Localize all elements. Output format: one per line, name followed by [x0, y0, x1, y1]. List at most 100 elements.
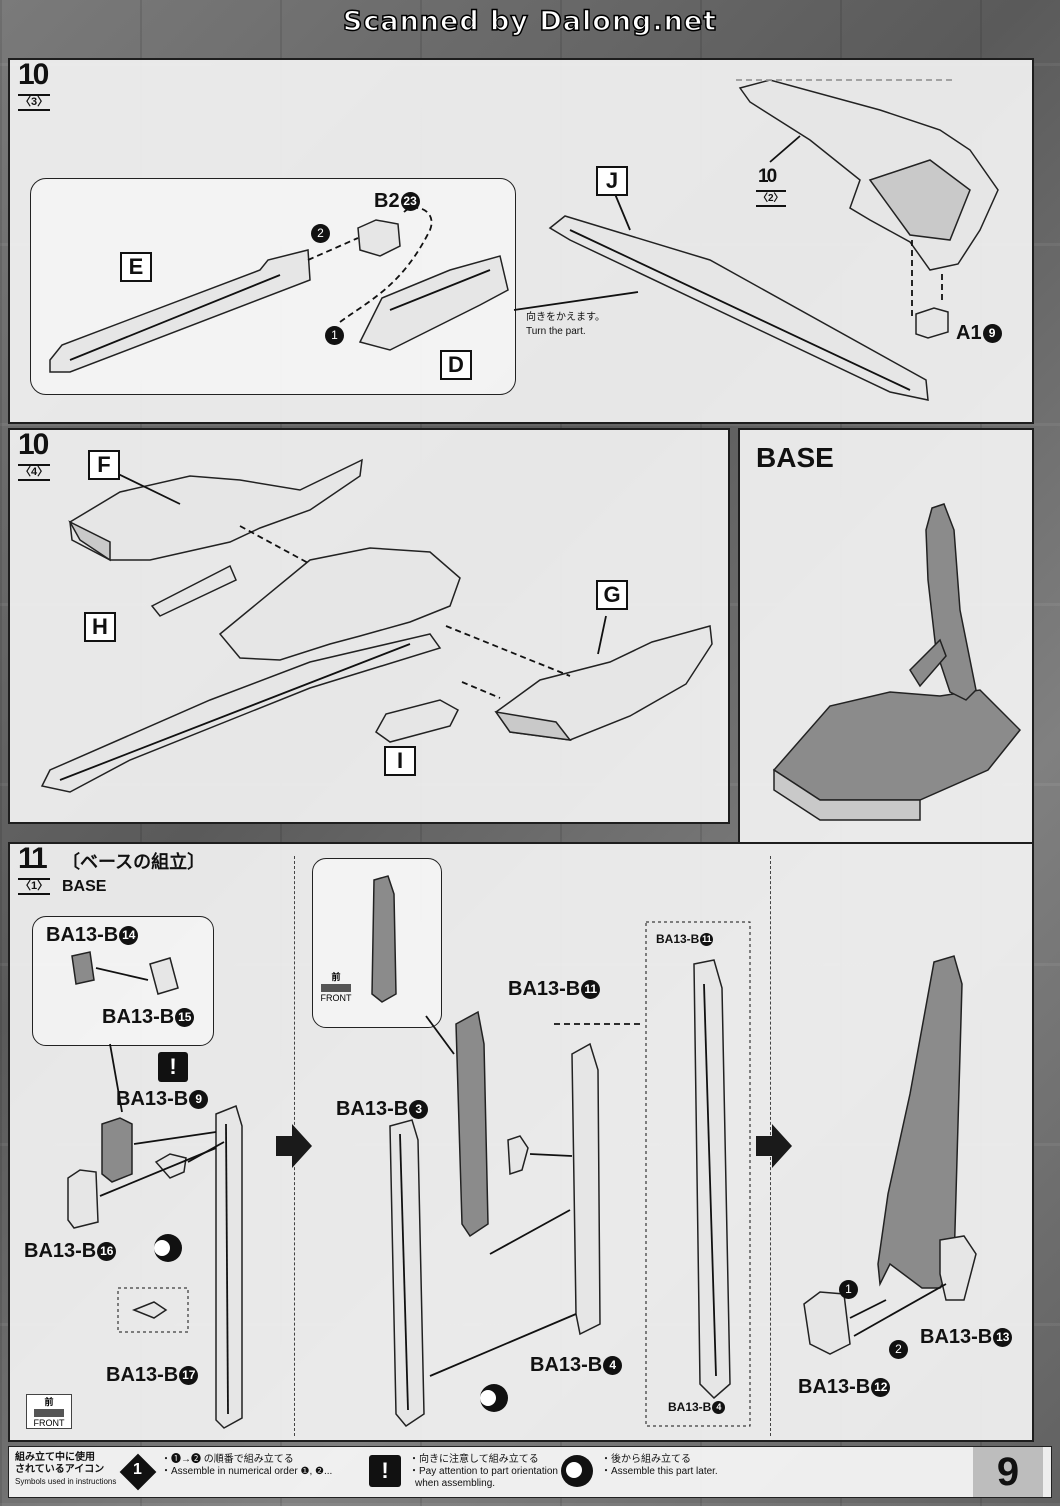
runner-number: 4 [603, 1356, 623, 1376]
part-a1-text: A1 [956, 322, 982, 344]
legend-later-jp: ・後から組み立てる [601, 1454, 691, 1465]
legend-title-jp-1: 組み立て中に使用 [15, 1452, 95, 1463]
runner-number: 17 [179, 1366, 199, 1386]
runner-number: 14 [119, 926, 139, 946]
parts-illustration-10-4 [40, 458, 713, 793]
legend-orientation-text: ・向きに注意して組み立てる ・Pay attention to part ori… [409, 1454, 558, 1490]
runner-number-a1: 9 [982, 324, 1002, 344]
part-label-g: G [596, 580, 628, 610]
runner-number: 12 [871, 1378, 891, 1398]
order-2-marker: 2 [889, 1340, 908, 1359]
step-number: 10 [18, 58, 49, 91]
base-stand-illustration [772, 503, 1022, 821]
step-title-jp: 〔ベースの組立〕 [62, 852, 206, 872]
part-label-f: F [88, 450, 120, 480]
assemble-later-icon [561, 1455, 593, 1487]
part-b2-text: B2 [374, 190, 400, 212]
order-1-marker: 1 [325, 326, 344, 345]
scan-credit: Scanned by Dalong.net [342, 5, 718, 38]
step-number: 10 [18, 428, 49, 461]
part-label-h: H [84, 612, 116, 642]
page-number: 9 [973, 1447, 1043, 1497]
step-11-panel: 11 〈1〉 〔ベースの組立〕 BASE [8, 842, 1034, 1442]
runner-number: 15 [175, 1008, 195, 1028]
parts-illustration-11 [67, 875, 977, 1429]
ref-substep: 〈2〉 [756, 190, 786, 207]
part-label-e: E [120, 252, 152, 282]
runner-number: 9 [189, 1090, 209, 1110]
base-preview-panel: BASE [738, 428, 1034, 844]
substep-number: 〈3〉 [18, 94, 51, 111]
part-code: BA13-B [656, 932, 700, 946]
front-label-en: FRONT [33, 1418, 65, 1428]
step-number: 11 [18, 842, 48, 875]
legend-title-en: Symbols used in instructions [15, 1477, 117, 1486]
order-2-marker: 2 [311, 224, 330, 243]
numbered-order-num: 1 [133, 1461, 142, 1478]
part-code: BA13-B [46, 924, 119, 946]
front-label-jp: 前 [331, 972, 341, 982]
legend-title-jp-2: されているアイコン [15, 1464, 105, 1475]
part-code: BA13-B [106, 1364, 179, 1386]
parts-illustration-10-3 [49, 79, 999, 401]
part-label-j: J [596, 166, 628, 196]
turn-note-en: Turn the part. [526, 326, 586, 337]
step-10-4-panel: 10 〈4〉 F G H I [8, 428, 730, 824]
legend-order-text: ・❶→❷ の順番で組み立てる ・Assemble in numerical or… [161, 1454, 332, 1478]
order-1-marker: 1 [839, 1280, 858, 1299]
part-code: BA13-B [336, 1098, 409, 1120]
turn-note-jp: 向きをかえます。 [526, 312, 605, 323]
part-label-d: D [440, 350, 472, 380]
legend-orientation: ! ・向きに注意して組み立てる ・Pay attention to part o… [369, 1451, 559, 1493]
part-code: BA13-B [798, 1376, 871, 1398]
front-arrow-icon [34, 1409, 64, 1417]
part-label-i: I [384, 746, 416, 776]
runner-number: 13 [993, 1328, 1013, 1348]
legend-title: 組み立て中に使用 されているアイコン Symbols used in instr… [15, 1452, 116, 1488]
ref-step-number: 10 [758, 166, 777, 187]
symbol-legend: 組み立て中に使用 されているアイコン Symbols used in instr… [8, 1446, 1052, 1498]
part-code: BA13-B [24, 1240, 97, 1262]
step-title-en: BASE [62, 878, 107, 895]
legend-numbered-order: 1 ・❶→❷ の順番で組み立てる ・Assemble in numerical … [119, 1451, 361, 1493]
runner-number-b2: 23 [400, 192, 420, 212]
front-arrow-icon [321, 984, 351, 992]
legend-assemble-later: ・後から組み立てる ・Assemble this part later. [561, 1451, 761, 1493]
runner-number: 11 [581, 980, 601, 1000]
front-indicator-bottom: 前 FRONT [26, 1394, 72, 1429]
part-code: BA13-B [102, 1006, 175, 1028]
runner-number: 4 [712, 1401, 726, 1415]
part-code: BA13-B [530, 1354, 603, 1376]
legend-later-text: ・後から組み立てる ・Assemble this part later. [601, 1454, 718, 1478]
runner-number: 11 [700, 933, 714, 947]
orientation-warning-icon: ! [158, 1052, 188, 1082]
part-code: BA13-B [508, 978, 581, 1000]
legend-orientation-jp: ・向きに注意して組み立てる [409, 1454, 539, 1465]
front-label-en: FRONT [320, 993, 352, 1003]
front-indicator: 前 FRONT [316, 970, 356, 1003]
legend-orientation-en-1: ・Pay attention to part orientation [409, 1466, 558, 1477]
legend-orientation-en-2: when assembling. [415, 1478, 496, 1489]
part-code: BA13-B [116, 1088, 189, 1110]
substep-number: 〈1〉 [18, 878, 51, 895]
front-label-jp: 前 [44, 1397, 54, 1407]
legend-order-jp: ・❶→❷ の順番で組み立てる [161, 1454, 294, 1465]
runner-number: 3 [409, 1100, 429, 1120]
part-code: BA13-B [668, 1400, 712, 1414]
orientation-warning-icon: ! [369, 1455, 401, 1487]
